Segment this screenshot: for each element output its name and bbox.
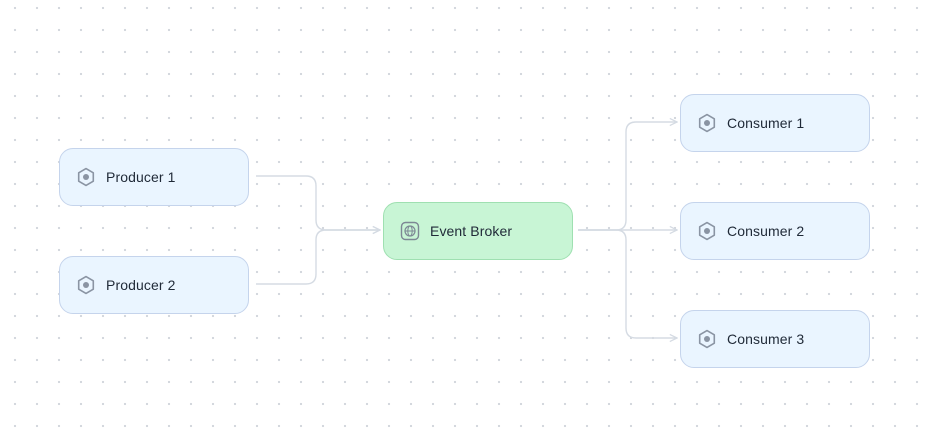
- hexagon-icon: [697, 329, 717, 349]
- hexagon-icon: [697, 113, 717, 133]
- edge-producer-2-to-event-broker[interactable]: [256, 230, 380, 285]
- node-label: Consumer 2: [727, 223, 805, 239]
- globe-icon: [400, 221, 420, 241]
- node-label: Consumer 3: [727, 331, 805, 347]
- node-consumer-1[interactable]: Consumer 1: [680, 94, 870, 152]
- node-label: Event Broker: [430, 223, 513, 239]
- hexagon-icon: [76, 167, 96, 187]
- node-consumer-2[interactable]: Consumer 2: [680, 202, 870, 260]
- node-producer-1[interactable]: Producer 1: [59, 148, 249, 206]
- node-label: Consumer 1: [727, 115, 805, 131]
- edge-producer-1-to-event-broker[interactable]: [256, 175, 380, 230]
- edge-event-broker-to-consumer-1[interactable]: [578, 122, 677, 231]
- node-consumer-3[interactable]: Consumer 3: [680, 310, 870, 368]
- hexagon-icon: [697, 221, 717, 241]
- node-label: Producer 1: [106, 169, 176, 185]
- hexagon-icon: [76, 275, 96, 295]
- node-label: Producer 2: [106, 277, 176, 293]
- node-event-broker[interactable]: Event Broker: [383, 202, 573, 260]
- edge-event-broker-to-consumer-3[interactable]: [578, 229, 677, 338]
- node-producer-2[interactable]: Producer 2: [59, 256, 249, 314]
